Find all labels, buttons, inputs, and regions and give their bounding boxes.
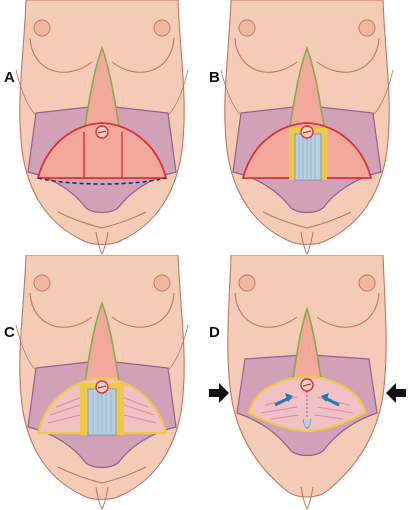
panel-label: C <box>4 324 15 341</box>
arrow-left-black-icon <box>386 383 406 403</box>
arrow-right-blue-icon <box>274 393 293 407</box>
panel-b: B <box>205 0 410 255</box>
arrow-left-blue-icon <box>321 393 340 407</box>
panel-label: A <box>4 69 15 86</box>
panel-label: B <box>209 69 220 86</box>
panel-b-illustration <box>220 0 394 255</box>
panel-c: C <box>0 255 205 510</box>
panel-a-illustration <box>15 0 189 255</box>
panel-d-illustration <box>209 255 406 510</box>
panel-c-illustration <box>15 255 189 510</box>
panel-a: A <box>0 0 205 255</box>
arrow-right-black-icon <box>209 383 229 403</box>
panel-label: D <box>209 324 220 341</box>
panel-d: D <box>205 255 410 510</box>
